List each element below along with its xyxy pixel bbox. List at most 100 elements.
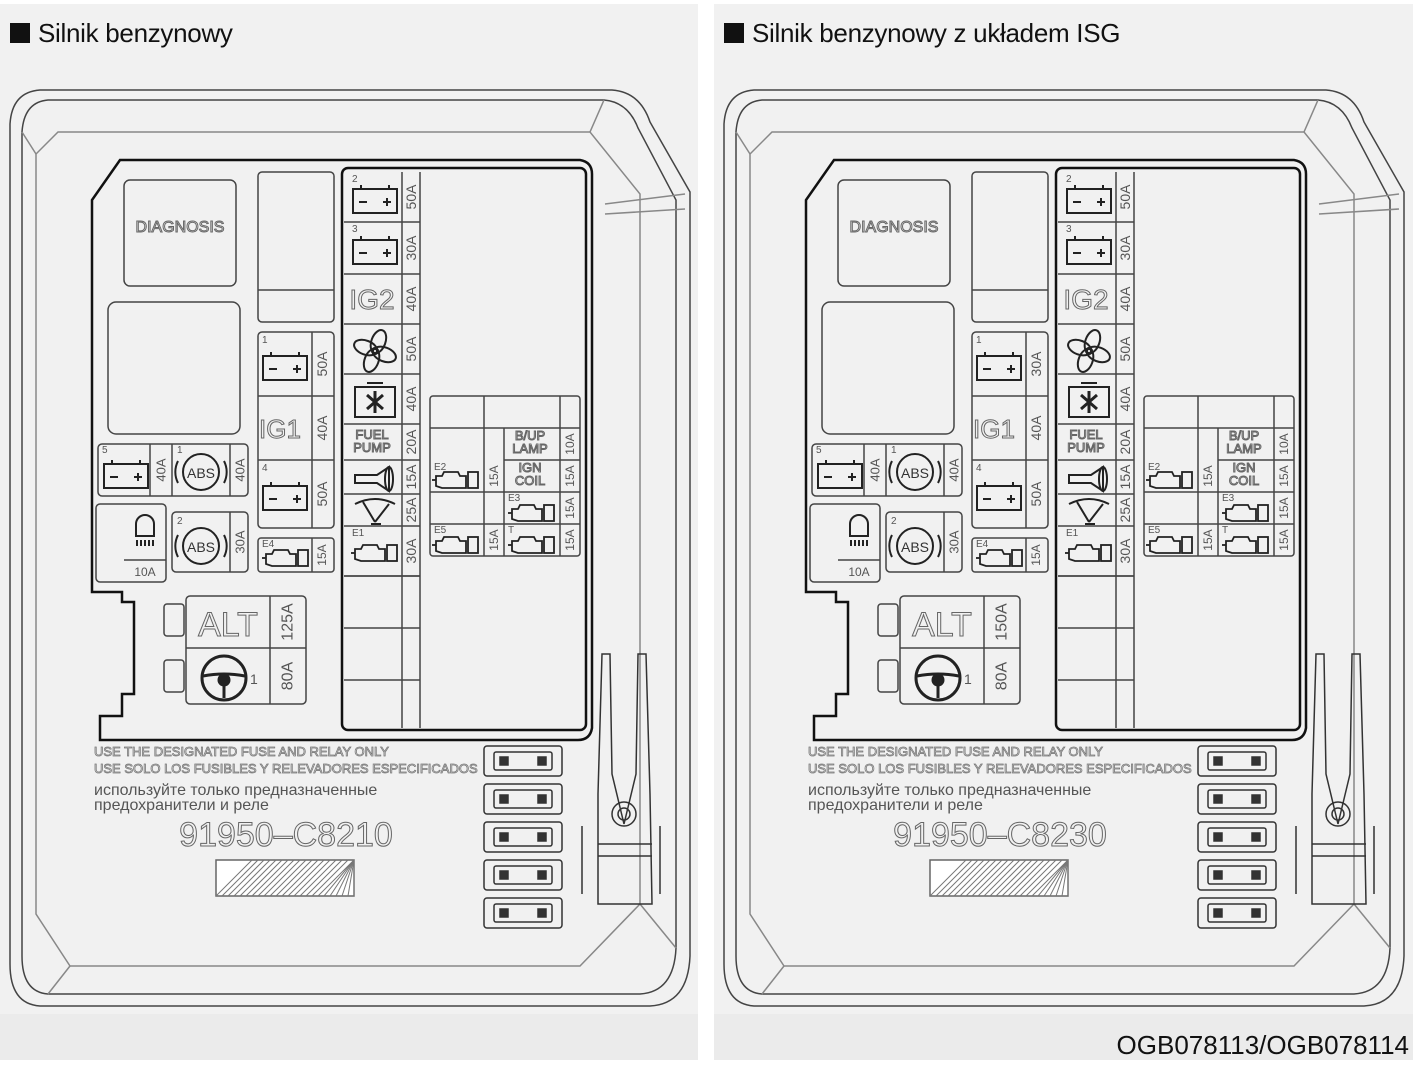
- fuse-rating: 30A: [1117, 235, 1133, 261]
- fuse-number: 1: [250, 671, 258, 687]
- fuse-rating: 15A: [315, 544, 329, 565]
- eps-rating: 80A: [994, 661, 1011, 690]
- engine-outline: [1149, 471, 1181, 489]
- lamp-relay: [809, 503, 881, 583]
- engine-icon: [432, 471, 479, 489]
- spare-fuse-pin: [499, 908, 509, 918]
- wheel-hub: [931, 673, 945, 687]
- spare-fuse-pin: [499, 870, 509, 880]
- abs-icon: ABS: [888, 527, 942, 565]
- spare-fuse-pin: [1213, 870, 1223, 880]
- fuse-puller: [1295, 653, 1375, 905]
- hatch-line: [311, 859, 349, 897]
- fuel-pump-label: PUMP: [353, 440, 391, 455]
- abs-label: ABS: [901, 539, 929, 555]
- spare-fuse-pin: [537, 756, 547, 766]
- side-clip-lines: [604, 193, 686, 215]
- spare-fuse-body: [483, 897, 563, 929]
- hatch-line: [935, 859, 973, 897]
- ign-coil-label: IGN: [518, 460, 541, 475]
- fuse-rating: 25A: [1117, 497, 1133, 523]
- engine-outline: [265, 549, 297, 567]
- spare-slot: [971, 171, 1049, 323]
- puller-hole: [611, 801, 637, 827]
- fuse-rating: 15A: [1029, 544, 1043, 565]
- eps-tab: [877, 659, 899, 693]
- spare-fuse-pin: [537, 908, 547, 918]
- spare-fuse-pin: [1251, 870, 1261, 880]
- engine-icon: [508, 504, 555, 522]
- fuse-rating: 30A: [947, 530, 962, 553]
- spare-fuse-inner: [493, 751, 553, 771]
- battery-icon: [352, 236, 398, 265]
- engine-icon: [508, 536, 555, 554]
- mid-fuse-column: [971, 331, 1049, 529]
- fuse-rating: 15A: [403, 464, 419, 490]
- fuse-number: 2: [891, 516, 897, 527]
- fuse-rating: 40A: [403, 386, 419, 412]
- battery-icon: [976, 352, 1022, 381]
- engine-icon: [1222, 504, 1269, 522]
- abs-circle: [896, 453, 934, 491]
- abs-icon: ABS: [174, 453, 228, 491]
- battery-icon: [817, 460, 863, 489]
- spare-fuse-inner: [493, 789, 553, 809]
- panel-heading: Silnik benzynowy: [10, 18, 233, 49]
- alt-eps-block: [185, 595, 307, 705]
- fuse-rating: 50A: [1028, 481, 1044, 507]
- alt-label: ALT: [912, 606, 972, 644]
- hatch-line: [947, 859, 985, 897]
- battery-body: [262, 485, 308, 511]
- abs-brackets: [888, 460, 942, 484]
- battery-icon: [103, 460, 149, 489]
- fuse-rating: 40A: [1117, 386, 1133, 412]
- fan-blade: [371, 345, 397, 364]
- fuse-rating: 30A: [403, 235, 419, 261]
- fan-icon: [1067, 329, 1111, 373]
- barcode-hatch: [929, 859, 1069, 897]
- spare-fuse: [1197, 783, 1277, 815]
- diagnosis-label: DIAGNOSIS: [850, 219, 939, 236]
- spare-fuse-pin: [1251, 756, 1261, 766]
- lamp-icon: [849, 514, 869, 546]
- e4-fuse: [257, 537, 335, 573]
- hatch-line: [341, 859, 355, 897]
- wiper-arc: [354, 498, 396, 505]
- fuse-rating: 40A: [233, 458, 248, 481]
- hatch-line: [317, 859, 355, 897]
- spare-fuse-body: [483, 859, 563, 891]
- fuse-number: 5: [816, 445, 822, 456]
- fuse-number: E1: [1066, 528, 1079, 539]
- engine-oil: [1011, 549, 1023, 567]
- spare-fuse-inner: [1207, 789, 1267, 809]
- abs-label: ABS: [901, 465, 929, 481]
- engine-outline: [511, 504, 543, 522]
- fuse-block-outline: [804, 158, 1308, 742]
- hatch-line: [959, 859, 997, 897]
- fuse-number: E4: [262, 539, 275, 550]
- spare-fuse-inner: [1207, 865, 1267, 885]
- mid-fuse-column: [257, 331, 335, 529]
- fuse-number: E1: [352, 528, 365, 539]
- battery-body: [976, 485, 1022, 511]
- puller-hole-inner: [617, 807, 631, 821]
- cooling-fan-box: [354, 386, 396, 418]
- battery-body: [1066, 239, 1112, 265]
- hatch-line: [287, 859, 325, 897]
- abs-icon: ABS: [174, 527, 228, 565]
- abs-circle: [896, 527, 934, 565]
- diagnosis-connector: [123, 179, 237, 287]
- wiper-arm: [362, 501, 376, 523]
- hatch-line: [929, 859, 967, 897]
- hatch-line: [965, 859, 1003, 897]
- engine-icon: [1065, 544, 1112, 562]
- hatch-line: [971, 859, 1009, 897]
- battery-body: [817, 463, 863, 489]
- hatch-line: [1055, 859, 1069, 897]
- hatch-line: [233, 859, 271, 897]
- wheel-rim: [914, 654, 962, 702]
- cover-bevel: [35, 131, 641, 967]
- horn-icon: [1068, 465, 1108, 493]
- fuse-block-outline: [90, 158, 594, 742]
- spare-fuse-body: [483, 821, 563, 853]
